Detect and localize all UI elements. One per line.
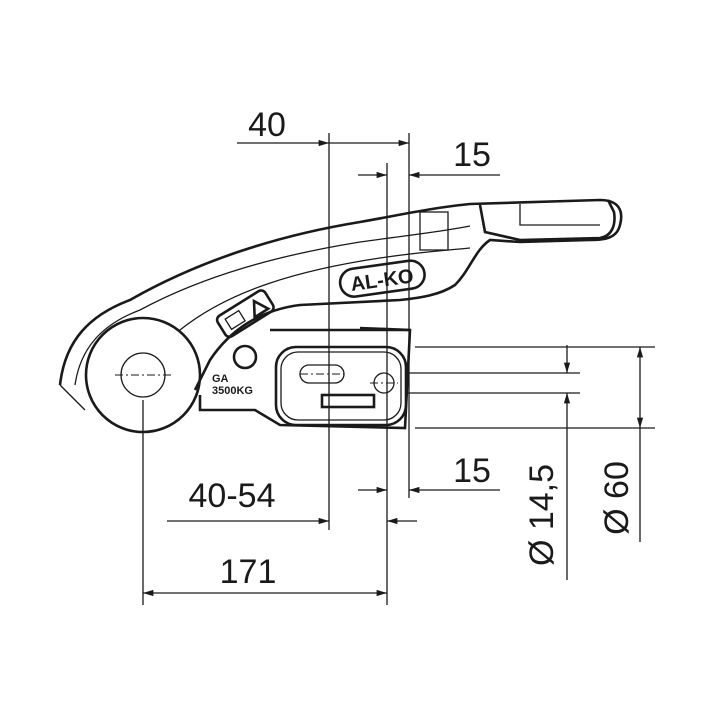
dim-40: 40 bbox=[248, 106, 286, 144]
dimension-lines bbox=[142, 139, 644, 597]
dim-diameter-60: Ø 60 bbox=[598, 461, 636, 535]
dim-171: 171 bbox=[220, 553, 277, 591]
extension-lines bbox=[142, 133, 655, 605]
dim-15-bottom: 15 bbox=[453, 452, 491, 490]
dim-40-54: 40-54 bbox=[189, 477, 276, 515]
coupling-body: AL-KO GA 3500KG bbox=[58, 198, 623, 434]
alko-logo: AL-KO bbox=[349, 265, 415, 296]
dim-15-top: 15 bbox=[453, 136, 491, 174]
plate-text-ga: GA bbox=[212, 373, 229, 385]
plate-text-capacity: 3500KG bbox=[212, 385, 253, 397]
dim-diameter-14-5: Ø 14,5 bbox=[523, 464, 561, 566]
